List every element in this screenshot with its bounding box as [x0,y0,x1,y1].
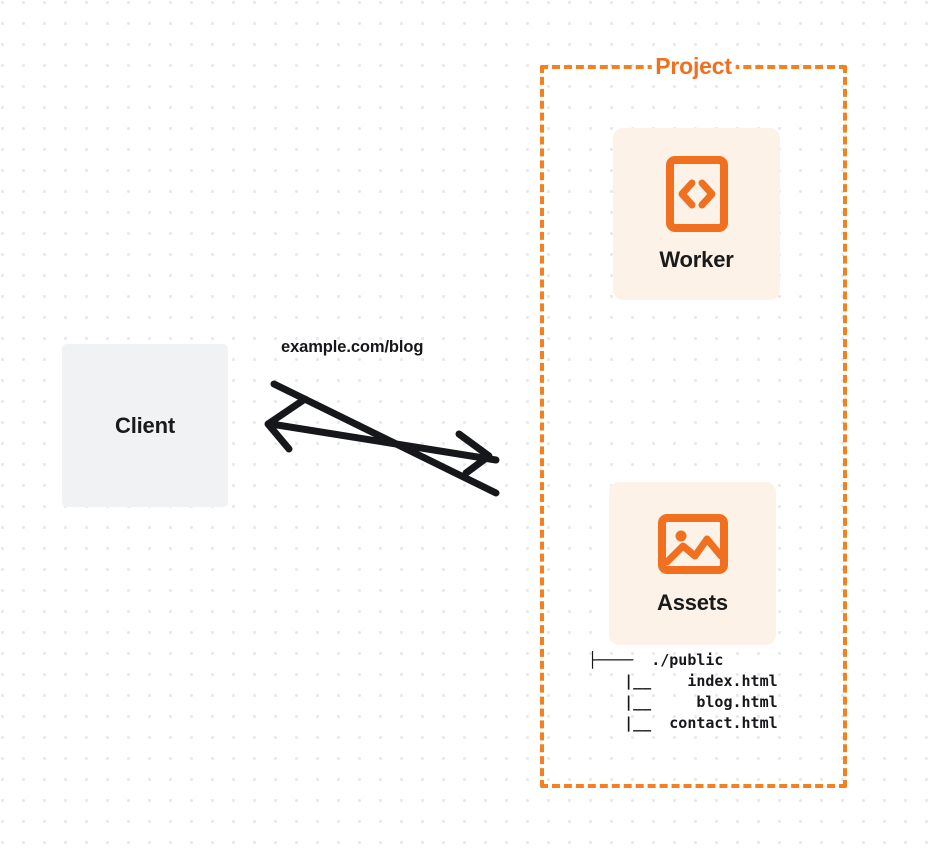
image-icon [657,512,729,576]
node-client[interactable]: Client [62,344,228,507]
file-tree-line: |__ contact.html [588,714,778,732]
file-tree-line: ├──── ./public [588,651,724,669]
code-brackets-icon [665,155,729,233]
project-title-label: Project [651,53,736,80]
assets-file-tree: ├──── ./public |__ index.html |__ blog.h… [588,650,778,734]
node-assets-label: Assets [657,589,728,615]
file-tree-line: |__ index.html [588,672,778,690]
node-assets[interactable]: Assets [609,482,776,645]
node-worker[interactable]: Worker [613,128,780,300]
node-worker-label: Worker [659,247,734,272]
connection-label: example.com/blog [281,338,424,356]
request-arrow [270,380,500,497]
project-boundary: Project [540,53,847,788]
node-client-label: Client [115,412,175,438]
file-tree-line: |__ blog.html [588,693,778,711]
response-arrow [264,395,500,464]
